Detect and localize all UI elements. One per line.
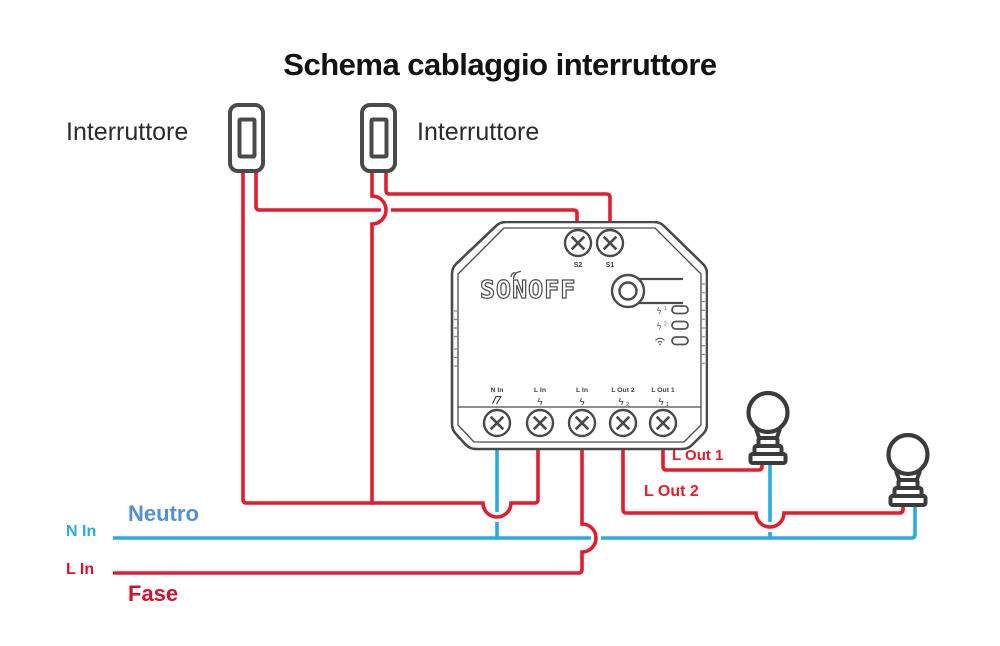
l-out-2-label: L Out 2	[644, 483, 699, 500]
sonoff-logo: SONOFF	[480, 275, 576, 304]
bolt-symbol: ϟ	[579, 397, 585, 408]
switch-left-label: Interruttore	[66, 118, 189, 146]
switch-right-label: Interruttore	[417, 118, 540, 146]
terminal-screw-n-in	[482, 408, 512, 438]
edge-ridges-right	[701, 283, 705, 364]
bulb-icon	[746, 390, 790, 465]
wifi-icon	[655, 337, 665, 346]
led-pill	[671, 336, 689, 346]
n-in-label: N In	[66, 523, 97, 540]
led-sup-2: 2	[664, 322, 667, 328]
wire-fase-l-in	[113, 449, 598, 575]
pairing-button	[610, 273, 683, 309]
wire-switch1-live	[241, 168, 540, 519]
terminal-screw-l-in-1	[525, 408, 555, 438]
bulb-icon	[886, 432, 930, 507]
rocker-icon	[237, 117, 256, 159]
l-in-label: L In	[66, 561, 95, 578]
sonoff-device: S2 S1 SONOFF ϟ 1 ϟ 2 N In	[450, 221, 708, 451]
wire-switch1-s2	[254, 168, 579, 228]
fase-label: Fase	[128, 581, 179, 606]
led-pill	[671, 320, 689, 330]
led-pill	[671, 305, 689, 315]
neutro-label: Neutro	[128, 501, 199, 526]
bottom-terminal-screws	[482, 408, 678, 438]
led-indicators: ϟ 1 ϟ 2	[655, 305, 689, 346]
terminal-label-l-out-1: L Out 1	[651, 387, 675, 394]
wire-l-out-2	[621, 449, 905, 529]
bolt-symbol: ϟ	[618, 397, 624, 408]
bolt-icon: ϟ	[656, 323, 662, 333]
neutral-symbol	[492, 395, 502, 405]
bolt-sub-2: 2	[626, 402, 629, 408]
wire-neutral-main	[113, 503, 917, 540]
bolt-symbol: ϟ	[537, 397, 543, 408]
led-sup-1: 1	[664, 306, 667, 312]
device-inner-face	[457, 227, 702, 443]
switch-icon-right	[360, 103, 397, 173]
bolt-symbol: ϟ	[658, 397, 664, 408]
terminal-label-l-in-1: L In	[534, 387, 546, 394]
sound-wave-icon	[510, 270, 522, 280]
diagram-title: Schema cablaggio interruttore	[283, 46, 717, 82]
l-out-1-label: L Out 1	[672, 447, 724, 464]
bolt-sub-1: 1	[666, 402, 669, 408]
terminal-screw-l-out-2	[608, 408, 638, 438]
terminal-screw-l-out-1	[648, 408, 678, 438]
terminal-screw-s2	[563, 228, 593, 258]
terminal-label-l-out-2: L Out 2	[611, 387, 635, 394]
bolt-icon: ϟ	[656, 307, 662, 317]
terminal-label-n-in: N In	[491, 387, 504, 394]
terminal-screw-l-in-2	[567, 408, 597, 438]
wire-l-out-1	[661, 449, 764, 472]
terminal-label-s1: S1	[606, 262, 615, 269]
wire-switch2-s1	[384, 168, 612, 228]
terminal-label-s2: S2	[574, 262, 583, 269]
rocker-icon	[369, 117, 388, 159]
terminal-screw-s1	[595, 228, 625, 258]
wire-switch2-live	[370, 168, 388, 505]
edge-ridges-left	[454, 310, 458, 367]
terminal-label-l-in-2: L In	[576, 387, 588, 394]
switch-icon-left	[228, 103, 265, 173]
